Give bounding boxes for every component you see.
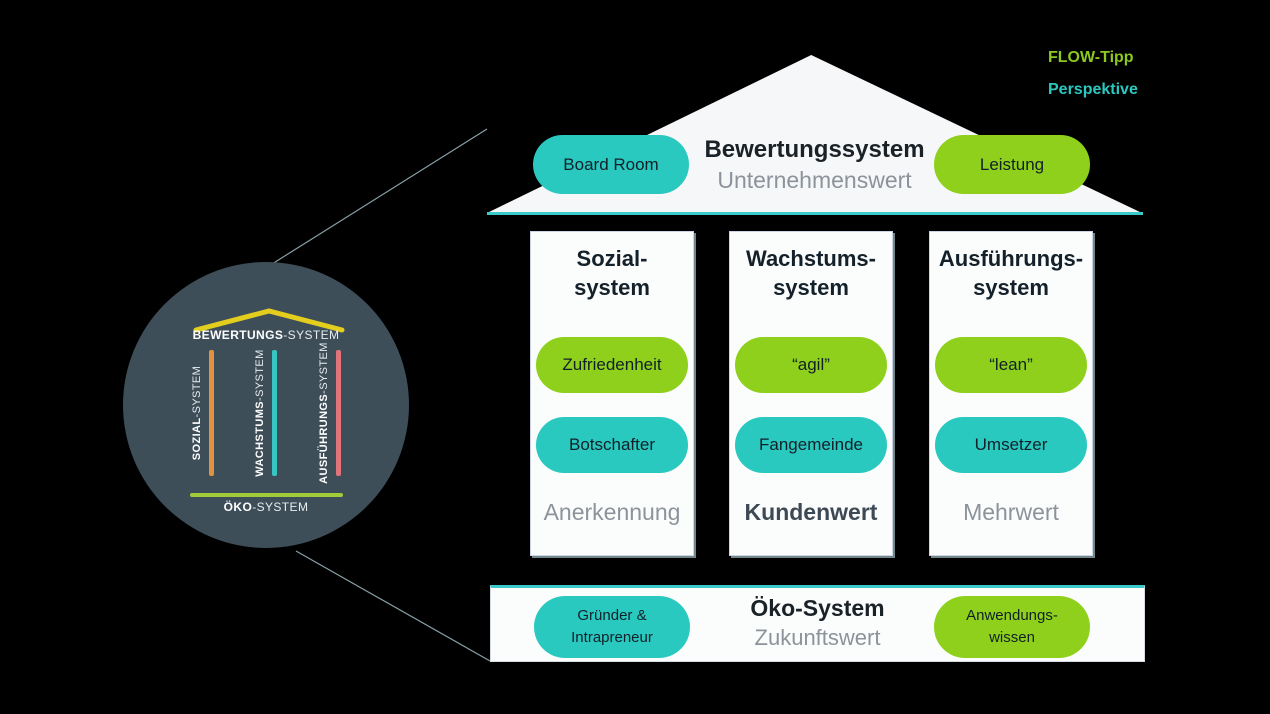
agil-pill: “agil” — [735, 337, 887, 393]
mini-roof-chevron-icon — [193, 308, 345, 333]
mini-wachstums-bar — [272, 350, 277, 476]
gruender-intrapreneur-pill-line2: Intrapreneur — [571, 629, 653, 646]
sozial-system-title: Sozial- system — [574, 244, 650, 302]
anwendungswissen-pill: Anwendungs- wissen — [934, 596, 1090, 658]
kundenwert-value: Kundenwert — [744, 499, 878, 525]
roof-subtitle: Unternehmenswert — [717, 167, 912, 193]
sozial-system-title-line1: Sozial- — [576, 246, 648, 271]
mini-ausfuehrungs-label-rest: -SYSTEM — [318, 342, 330, 394]
board-room-pill: Board Room — [533, 135, 689, 194]
umsetzer-pill: Umsetzer — [935, 417, 1087, 473]
mini-sozial-label: SOZIAL-SYSTEM — [191, 366, 203, 460]
leistung-pill: Leistung — [934, 135, 1090, 194]
flow-tipp-label: FLOW-Tipp — [1048, 49, 1134, 66]
mini-ausfuehrungs-bar — [336, 350, 341, 476]
lean-pill: “lean” — [935, 337, 1087, 393]
mini-sozial-label-bold: SOZIAL — [191, 417, 203, 461]
mini-oeko-label-rest: -SYSTEM — [252, 500, 309, 514]
sozial-system-pillar: Sozial- system Zufriedenheit Botschafter… — [530, 231, 694, 556]
wachstums-system-title: Wachstums- system — [746, 244, 876, 302]
mini-ausfuehrungs-label-bold: AUSFÜHRUNGS — [318, 393, 330, 484]
anwendungswissen-pill-line1: Anwendungs- — [966, 607, 1058, 625]
wachstums-system-pillar: Wachstums- system “agil” Fangemeinde Kun… — [729, 231, 893, 556]
mini-wachstums-label-rest: -SYSTEM — [254, 349, 266, 401]
anerkennung-value: Anerkennung — [543, 499, 681, 525]
mehrwert-value: Mehrwert — [963, 499, 1059, 525]
zufriedenheit-pill: Zufriedenheit — [536, 337, 688, 393]
mini-roof-label: BEWERTUNGS-SYSTEM — [123, 328, 409, 342]
mini-roof-label-rest: -SYSTEM — [283, 328, 340, 342]
perspektive-label: Perspektive — [1048, 81, 1138, 98]
roof-title: Bewertungssystem — [704, 136, 925, 163]
mini-wachstums-label: WACHSTUMS-SYSTEM — [254, 349, 266, 476]
mini-oeko-label-bold: ÖKO — [223, 500, 253, 514]
mini-roof-label-bold: BEWERTUNGS — [192, 328, 284, 342]
wachstums-system-title-line1: Wachstums- — [746, 246, 876, 271]
mini-ausfuehrungs-label: AUSFÜHRUNGS-SYSTEM — [318, 342, 330, 484]
fangemeinde-pill: Fangemeinde — [735, 417, 887, 473]
gruender-intrapreneur-pill: Gründer & Intrapreneur — [534, 596, 690, 658]
oeko-system-base-bar: Öko-System Zukunftswert Gründer & Intrap… — [490, 585, 1145, 662]
mini-overview-circle: BEWERTUNGS-SYSTEM SOZIAL-SYSTEM WACHSTUM… — [123, 262, 409, 548]
ausfuehrungs-system-title: Ausführungs- system — [939, 244, 1083, 302]
anwendungswissen-pill-line2: wissen — [989, 629, 1035, 646]
botschafter-pill: Botschafter — [536, 417, 688, 473]
oeko-system-title: Öko-System — [750, 595, 885, 621]
roof-baseline — [487, 212, 1143, 215]
ausfuehrungs-system-title-line1: Ausführungs- — [938, 246, 1084, 271]
mini-wachstums-label-bold: WACHSTUMS — [254, 400, 266, 477]
ausfuehrungs-system-pillar: Ausführungs- system “lean” Umsetzer Mehr… — [929, 231, 1093, 556]
mini-sozial-label-rest: -SYSTEM — [191, 365, 203, 418]
mini-sozial-bar — [209, 350, 214, 476]
zukunftswert-subtitle: Zukunftswert — [754, 625, 881, 650]
mini-oeko-label: ÖKO-SYSTEM — [123, 500, 409, 514]
sozial-system-title-line2: system — [574, 275, 650, 300]
mini-oeko-line — [190, 493, 343, 497]
ausfuehrungs-system-title-line2: system — [973, 275, 1049, 300]
corner-note: FLOW-Tipp Perspektive — [1048, 50, 1138, 98]
wachstums-system-title-line2: system — [773, 275, 849, 300]
gruender-intrapreneur-pill-line1: Gründer & — [577, 607, 647, 625]
